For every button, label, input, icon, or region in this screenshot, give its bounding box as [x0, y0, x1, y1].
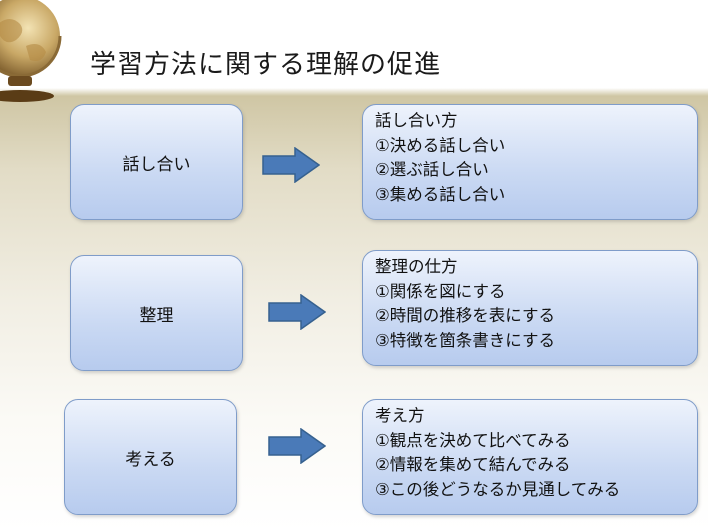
detail-heading: 整理の仕方 — [375, 257, 458, 276]
category-box-think: 考える — [64, 399, 237, 515]
category-label: 話し合い — [122, 154, 191, 175]
detail-heading: 話し合い方 — [375, 111, 458, 130]
detail-box-discussion: 話し合い方 ①決める話し合い ②選ぶ話し合い ③集める話し合い — [362, 104, 698, 220]
category-label: 考える — [125, 449, 176, 470]
globe-icon — [0, 0, 62, 102]
detail-item: ②時間の推移を表にする — [375, 306, 555, 325]
detail-item: ③この後どうなるか見通してみる — [375, 479, 621, 499]
detail-item: ①観点を決めて比べてみる — [375, 430, 571, 450]
right-arrow-icon — [268, 294, 326, 330]
slide-title: 学習方法に関する理解の促進 — [90, 50, 442, 80]
detail-item: ②選ぶ話し合い — [375, 160, 489, 179]
detail-box-organize: 整理の仕方 ①関係を図にする ②時間の推移を表にする ③特徴を箇条書きにする — [362, 250, 698, 366]
detail-box-think: 考え方 ①観点を決めて比べてみる ②情報を集めて結んでみる ③この後どうなるか見… — [362, 399, 698, 515]
category-label: 整理 — [139, 305, 174, 326]
detail-item: ①関係を図にする — [375, 281, 506, 301]
detail-item: ③特徴を箇条書きにする — [375, 330, 555, 350]
right-arrow-icon — [262, 147, 320, 183]
detail-item: ②情報を集めて結んでみる — [375, 455, 571, 474]
detail-item: ③集める話し合い — [375, 184, 506, 204]
detail-heading: 考え方 — [375, 406, 425, 425]
right-arrow-icon — [268, 428, 326, 464]
detail-item: ①決める話し合い — [375, 135, 506, 155]
category-box-organize: 整理 — [70, 255, 243, 371]
category-box-discussion: 話し合い — [70, 104, 243, 220]
